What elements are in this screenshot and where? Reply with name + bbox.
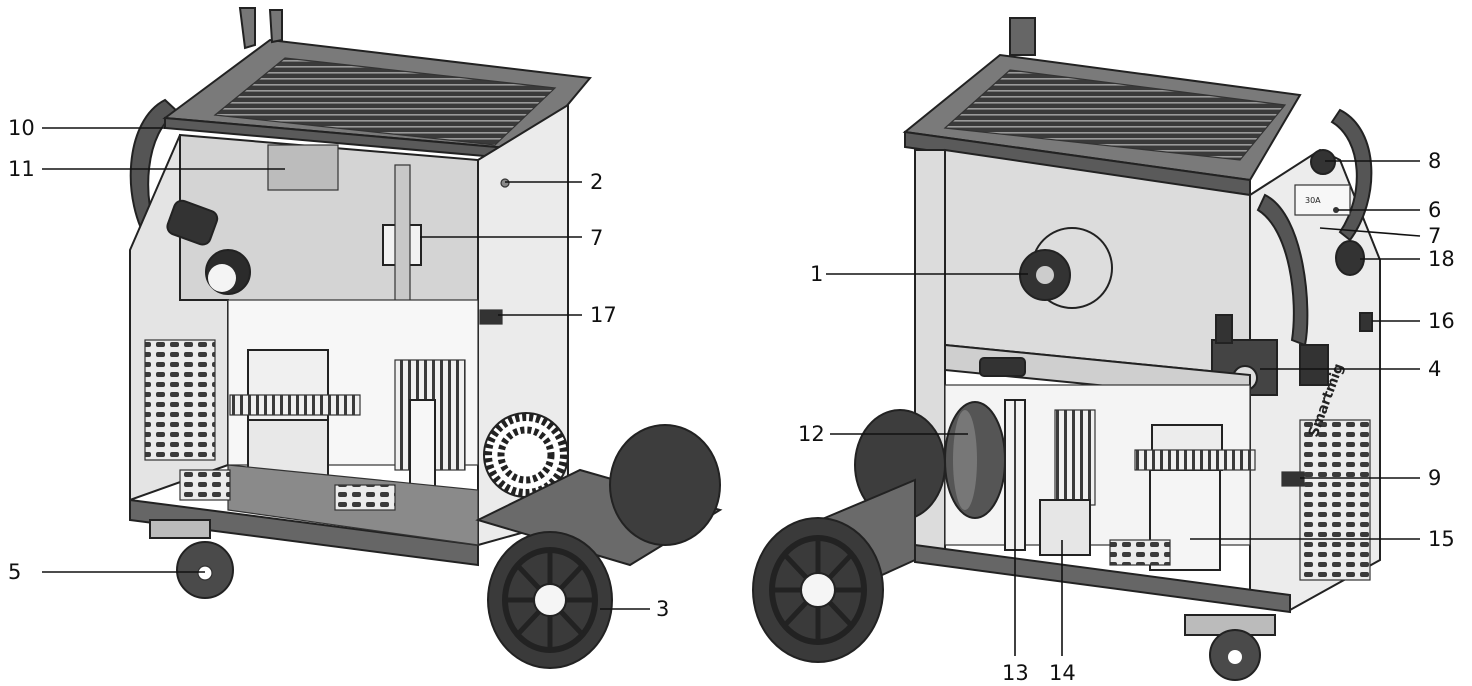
top-hook-left	[238, 7, 283, 50]
callout-13: 13	[1002, 661, 1029, 685]
callout-11: 11	[8, 157, 35, 181]
carry-handle-right-upper	[1330, 108, 1373, 242]
callout-2: 2	[590, 170, 603, 194]
base-frame-left	[129, 498, 479, 567]
callout-7-left: 7	[590, 226, 603, 250]
cable-gland-9	[1281, 471, 1305, 487]
callout-labels: 10 11 2 7 17 5 3 1 12 13 14 8 6 7 18 16 …	[8, 116, 1455, 685]
top-grille	[213, 57, 557, 146]
rating-label-text: 30A	[1305, 196, 1321, 205]
rear-wheel-back	[609, 424, 721, 546]
switch-16	[1359, 312, 1373, 332]
aux-transformer	[1039, 499, 1091, 556]
left-machine	[129, 7, 723, 669]
top-hook-right	[1009, 17, 1036, 56]
callout-1: 1	[810, 262, 823, 286]
callout-9: 9	[1428, 466, 1441, 490]
screw-2	[500, 178, 510, 188]
callout-14: 14	[1049, 661, 1076, 685]
shelf-handle	[979, 357, 1026, 377]
knob-8	[1310, 149, 1336, 175]
callout-17: 17	[590, 303, 617, 327]
power-socket	[1299, 344, 1329, 386]
callout-7-right: 7	[1428, 224, 1441, 248]
indicator-6	[1333, 207, 1339, 213]
callout-16: 16	[1428, 309, 1455, 333]
callout-8: 8	[1428, 149, 1441, 173]
callout-12: 12	[798, 422, 825, 446]
callout-4: 4	[1428, 357, 1441, 381]
carry-handle-right-lower	[1256, 193, 1309, 347]
right-machine: 30A Smartmig	[752, 17, 1381, 681]
knob-18	[1335, 240, 1365, 276]
callout-5: 5	[8, 560, 21, 584]
callout-18: 18	[1428, 247, 1455, 271]
leader-lines	[42, 127, 1421, 656]
control-board	[267, 144, 339, 191]
cable-gland-17	[479, 309, 503, 325]
base-frame-right	[914, 543, 1291, 614]
callout-6: 6	[1428, 198, 1441, 222]
callout-15: 15	[1428, 527, 1455, 551]
callout-3: 3	[656, 597, 669, 621]
torch-connector	[166, 199, 219, 246]
callout-10: 10	[8, 116, 35, 140]
rating-label	[1294, 184, 1351, 216]
top-grille-right	[943, 69, 1287, 161]
